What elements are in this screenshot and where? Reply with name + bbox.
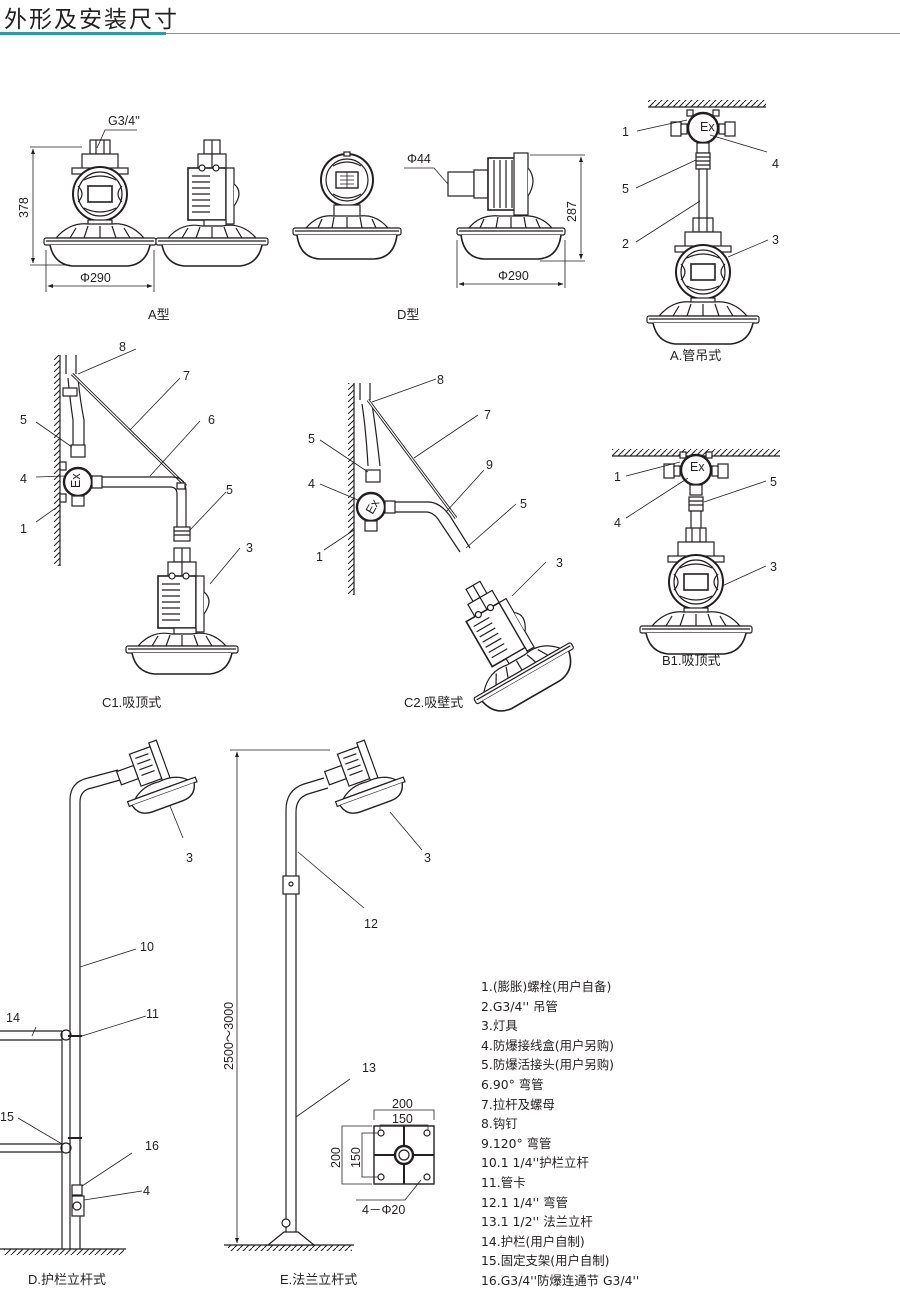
legend-item: 15.固定支架(用户自制) <box>481 1253 610 1269</box>
type-a-thread-label: G3/4'' <box>108 114 140 128</box>
legend-item: 2.G3/4'' 吊管 <box>481 998 558 1014</box>
install-c2-caption: C2.吸壁式 <box>404 695 463 710</box>
install-c2-callout: 5 <box>520 497 527 511</box>
install-e-flange-pole <box>224 739 435 1251</box>
type-a-side-view <box>155 139 269 267</box>
install-b1-callout: 4 <box>614 516 621 530</box>
flange-holes: 4－Φ20 <box>362 1203 405 1217</box>
type-a-front-view <box>30 129 157 292</box>
install-c1-callout: 1 <box>20 522 27 536</box>
install-c1-callout: 5 <box>20 413 27 427</box>
install-c2-callout: 5 <box>308 432 315 446</box>
install-d-caption: D.护栏立杆式 <box>28 1272 106 1286</box>
install-a-callout: 1 <box>622 125 629 139</box>
title-accent-rule <box>0 32 166 35</box>
install-c2-callout: 4 <box>308 477 315 491</box>
title-rule <box>0 33 900 34</box>
type-d-diameter-dim: Φ290 <box>498 269 529 283</box>
parts-legend: 1.(膨胀)螺栓(用户自备) 2.G3/4'' 吊管 3.灯具 4.防爆接线盒(… <box>481 977 639 1291</box>
page-title: 外形及安装尺寸 <box>4 7 179 33</box>
legend-item: 13.1 1/2'' 法兰立杆 <box>481 1214 593 1230</box>
flange-outer-width: 200 <box>392 1097 413 1111</box>
legend-item: 5.防爆活接头(用户另购) <box>481 1057 615 1073</box>
legend-item: 10.1 1/4''护栏立杆 <box>481 1155 589 1171</box>
legend-item: 8.钩钉 <box>481 1116 518 1132</box>
install-b1-callout: 1 <box>614 470 621 484</box>
type-a-caption: A型 <box>148 307 170 322</box>
install-c1 <box>35 348 241 675</box>
install-a-caption: A.管吊式 <box>670 348 721 363</box>
install-c2-wall <box>319 378 586 724</box>
install-a-callout: 4 <box>772 157 779 171</box>
legend-item: 12.1 1/4'' 弯管 <box>481 1194 569 1210</box>
install-b1-callout: 3 <box>770 560 777 574</box>
flange-hole-spacing-y: 150 <box>349 1147 363 1168</box>
install-c2-callout: 8 <box>437 373 444 387</box>
install-e-caption: E.法兰立杆式 <box>280 1272 357 1286</box>
install-c1-caption: C1.吸顶式 <box>102 695 161 710</box>
install-e-height-range: 2500～3000 <box>222 1002 236 1070</box>
install-a-callout: 5 <box>622 182 629 196</box>
legend-item: 3.灯具 <box>481 1018 518 1034</box>
install-c1-callout: 3 <box>246 541 253 555</box>
install-e-callout: 13 <box>362 1061 376 1075</box>
install-b1-caption: B1.吸顶式 <box>662 653 721 668</box>
install-d-callout: 10 <box>140 940 154 954</box>
install-c2-callout: 9 <box>486 458 493 472</box>
install-d-callout: 14 <box>6 1011 20 1025</box>
legend-item: 6.90° 弯管 <box>481 1076 544 1092</box>
legend-item: 7.拉杆及螺母 <box>481 1096 555 1112</box>
install-d-callout: 4 <box>143 1184 150 1198</box>
type-d-side-view <box>404 152 585 288</box>
install-d-callout: 15 <box>0 1110 14 1124</box>
type-a-height-dim: 378 <box>17 197 31 218</box>
install-c1-callout: 5 <box>226 483 233 497</box>
install-d-callout: 11 <box>146 1007 159 1021</box>
type-d-caption: D型 <box>397 307 419 322</box>
type-a-diameter-dim: Φ290 <box>80 271 111 285</box>
legend-item: 16.G3/4''防爆连通节 G3/4'' <box>481 1272 640 1288</box>
install-c2-callout: 7 <box>484 408 491 422</box>
install-e-callout: 3 <box>424 851 431 865</box>
install-d-callout: 16 <box>145 1139 159 1153</box>
install-c2-callout: 1 <box>316 550 323 564</box>
legend-item: 11.管卡 <box>481 1174 526 1190</box>
type-d-conduit-dim: Φ44 <box>407 152 431 166</box>
install-a-box-label: Ex <box>700 120 715 134</box>
install-b1-box-label: Ex <box>690 460 705 474</box>
install-c2-box-label: Ex <box>363 496 383 516</box>
type-d-height-dim: 287 <box>565 201 579 222</box>
install-c1-callout: 4 <box>20 472 27 486</box>
install-c1-box-label: Ex <box>69 473 83 488</box>
legend-item: 4.防爆接线盒(用户另购) <box>481 1037 615 1053</box>
install-b1-ceiling <box>612 449 780 655</box>
install-c2-callout: 3 <box>556 556 563 570</box>
type-d-front-view <box>292 151 402 260</box>
flange-outer-height: 200 <box>329 1147 343 1168</box>
legend-item: 9.120° 弯管 <box>481 1135 552 1151</box>
install-c1-callout: 6 <box>208 413 215 427</box>
install-b1-callout: 5 <box>770 475 777 489</box>
install-c1-callout: 8 <box>119 340 126 354</box>
install-a-callout: 3 <box>772 233 779 247</box>
legend-item: 1.(膨胀)螺栓(用户自备) <box>481 979 612 994</box>
install-e-callout: 12 <box>364 917 378 931</box>
flange-hole-spacing-x: 150 <box>392 1112 413 1126</box>
install-a-pipe-hanging <box>635 100 769 345</box>
install-d-guardrail-pole <box>0 739 198 1255</box>
install-c1-callout: 7 <box>183 369 190 383</box>
install-d-callout: 3 <box>186 851 193 865</box>
install-a-callout: 2 <box>622 237 629 251</box>
legend-item: 14.护栏(用户自制) <box>481 1233 585 1249</box>
